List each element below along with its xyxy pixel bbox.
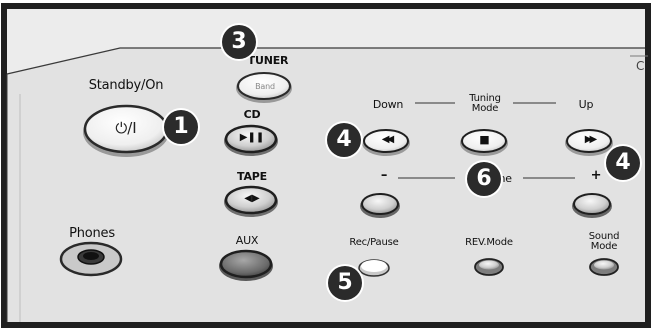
up-label: Up [578,98,594,111]
sound-mode-button[interactable] [589,258,619,276]
next-icon: ▶▶ [584,134,597,145]
rec-pause-button[interactable] [358,258,390,276]
tuning-label: Tuning [469,93,501,104]
rec-pause-label: Rec/Pause [349,237,399,248]
volume-plus-label: + [590,168,602,183]
volume-down-button[interactable] [361,193,399,217]
aux-button[interactable] [221,251,273,279]
play-pause-icon: ▶❚❚ [239,132,265,143]
power-icon: ⏻/I [115,119,137,137]
callout-5: 5 [328,266,362,300]
tape-play-button[interactable]: ◀▶ [226,187,278,215]
stop-icon: ■ [479,133,490,146]
phones-jack[interactable] [61,243,121,275]
tuning-mode-label: Mode [471,103,499,114]
sound-label: Sound [588,231,620,242]
callout-4-right: 4 [606,146,640,180]
tape-label: TAPE [237,170,267,183]
rev-mode-button[interactable] [474,258,504,276]
volume-up-button[interactable] [573,193,611,217]
callout-4-left: 4 [327,123,361,157]
callout-6: 6 [467,162,501,196]
tape-play-icon: ◀▶ [244,193,260,204]
tuner-band-button[interactable] [238,73,290,101]
previous-icon: ◀◀ [381,134,394,145]
tuning-mode-button[interactable]: ■ [462,130,507,154]
cd-play-pause-button[interactable]: ▶❚❚ [226,126,278,154]
standby-label: Standby/On [88,78,164,93]
tuner-label: TUNER [247,54,289,67]
callout-3: 3 [222,25,256,59]
aux-label: AUX [235,234,259,247]
callout-1: 1 [164,110,198,144]
cd-label: CD [243,108,261,121]
svg-text:C: C [636,59,644,73]
down-button[interactable]: ◀◀ [364,130,409,154]
up-button[interactable]: ▶▶ [567,130,612,154]
down-label: Down [372,98,404,111]
phones-label: Phones [69,226,115,241]
standby-on-button[interactable]: ⏻/I [86,107,166,151]
volume-minus-label: – [380,168,388,183]
sound-mode-label: Mode [590,241,618,252]
band-label: Band [255,82,275,91]
rev-mode-label: REV.Mode [465,237,513,248]
